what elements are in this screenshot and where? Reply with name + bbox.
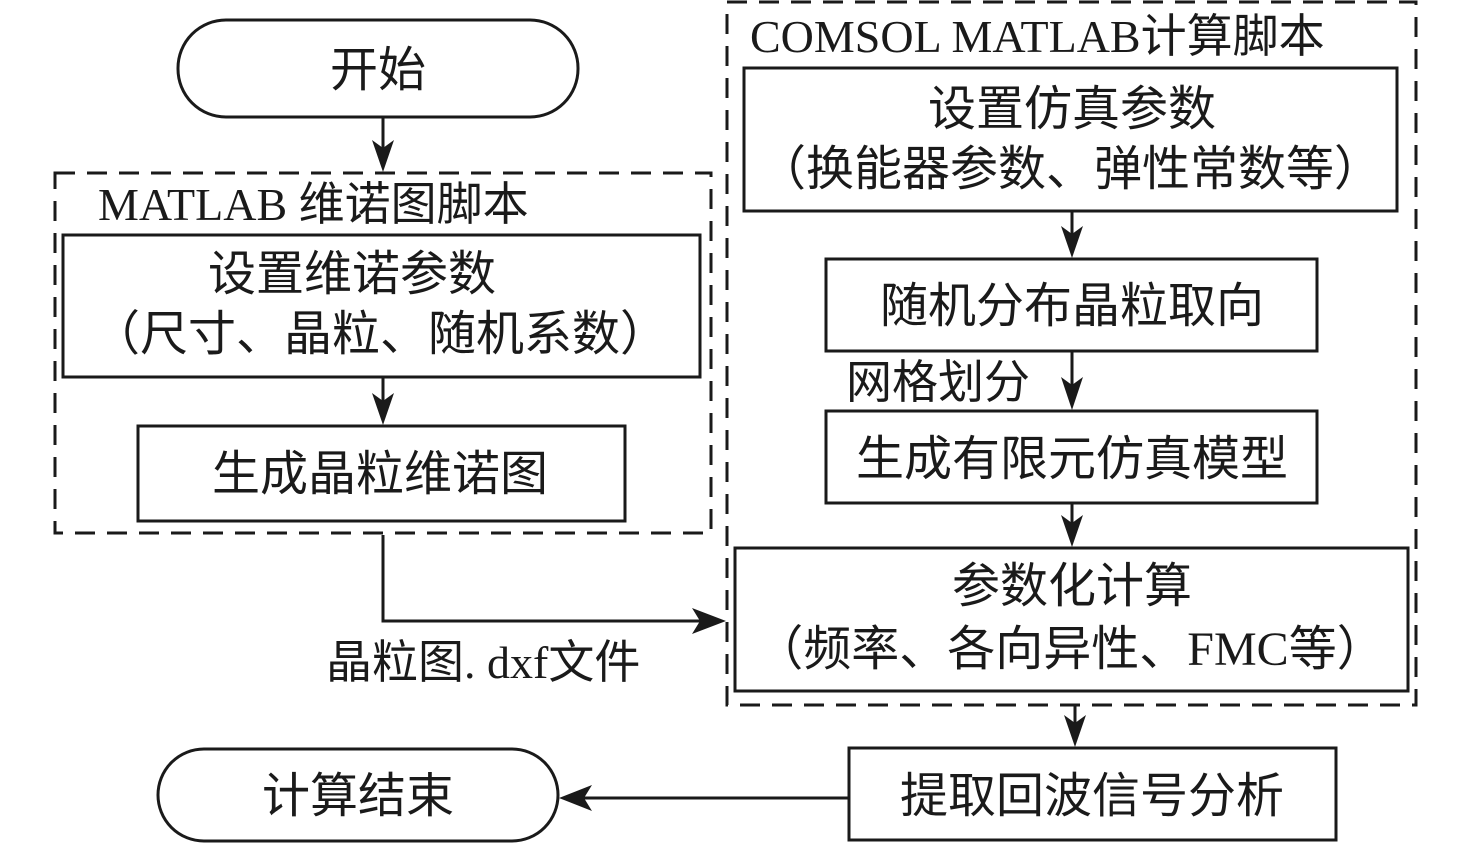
extract-echo-box — [847, 746, 1338, 842]
comsol-script-group — [725, 0, 1418, 707]
generate-voronoi-label: 生成晶粒维诺图 — [212, 448, 548, 501]
start-terminal — [176, 18, 580, 119]
matlab-group-title: MATLAB 维诺图脚本 — [98, 179, 529, 230]
end-terminal — [156, 747, 560, 843]
matlab-script-group — [53, 171, 713, 535]
set-voronoi-params-title: 设置维诺参数 — [208, 248, 496, 301]
set-voronoi-params-detail: （尺寸、晶粒、随机系数） — [92, 308, 668, 361]
parametric-calc-detail: （频率、各向异性、FMC等） — [755, 623, 1384, 676]
arrowhead-icon — [1061, 515, 1083, 547]
generate-voronoi-box — [136, 424, 627, 523]
arrowhead-icon — [372, 393, 394, 425]
comsol-group-title: COMSOL MATLAB计算脚本 — [750, 11, 1325, 62]
end-label: 计算结束 — [262, 770, 454, 823]
arrowhead-icon — [1061, 226, 1083, 258]
fe-model-box — [824, 409, 1319, 505]
arrow-dxf-to-param-calc — [381, 535, 712, 623]
start-label: 开始 — [330, 44, 426, 97]
arrowhead-icon — [1064, 715, 1086, 747]
set-sim-params-detail: （换能器参数、弹性常数等） — [758, 143, 1382, 196]
arrowhead-icon — [559, 785, 592, 811]
dxf-file-label: 晶粒图. dxf文件 — [326, 637, 640, 688]
extract-echo-label: 提取回波信号分析 — [900, 770, 1284, 823]
parametric-calc-title: 参数化计算 — [952, 560, 1192, 613]
parametric-calc-box — [733, 546, 1410, 693]
random-orientation-label: 随机分布晶粒取向 — [880, 280, 1264, 333]
arrowhead-icon — [1061, 377, 1083, 410]
fe-model-label: 生成有限元仿真模型 — [856, 433, 1288, 486]
set-sim-params-title: 设置仿真参数 — [928, 83, 1216, 136]
arrowhead-icon — [372, 140, 394, 172]
random-orientation-box — [824, 257, 1319, 353]
arrowhead-icon — [692, 608, 726, 634]
mesh-label: 网格划分 — [846, 357, 1030, 408]
